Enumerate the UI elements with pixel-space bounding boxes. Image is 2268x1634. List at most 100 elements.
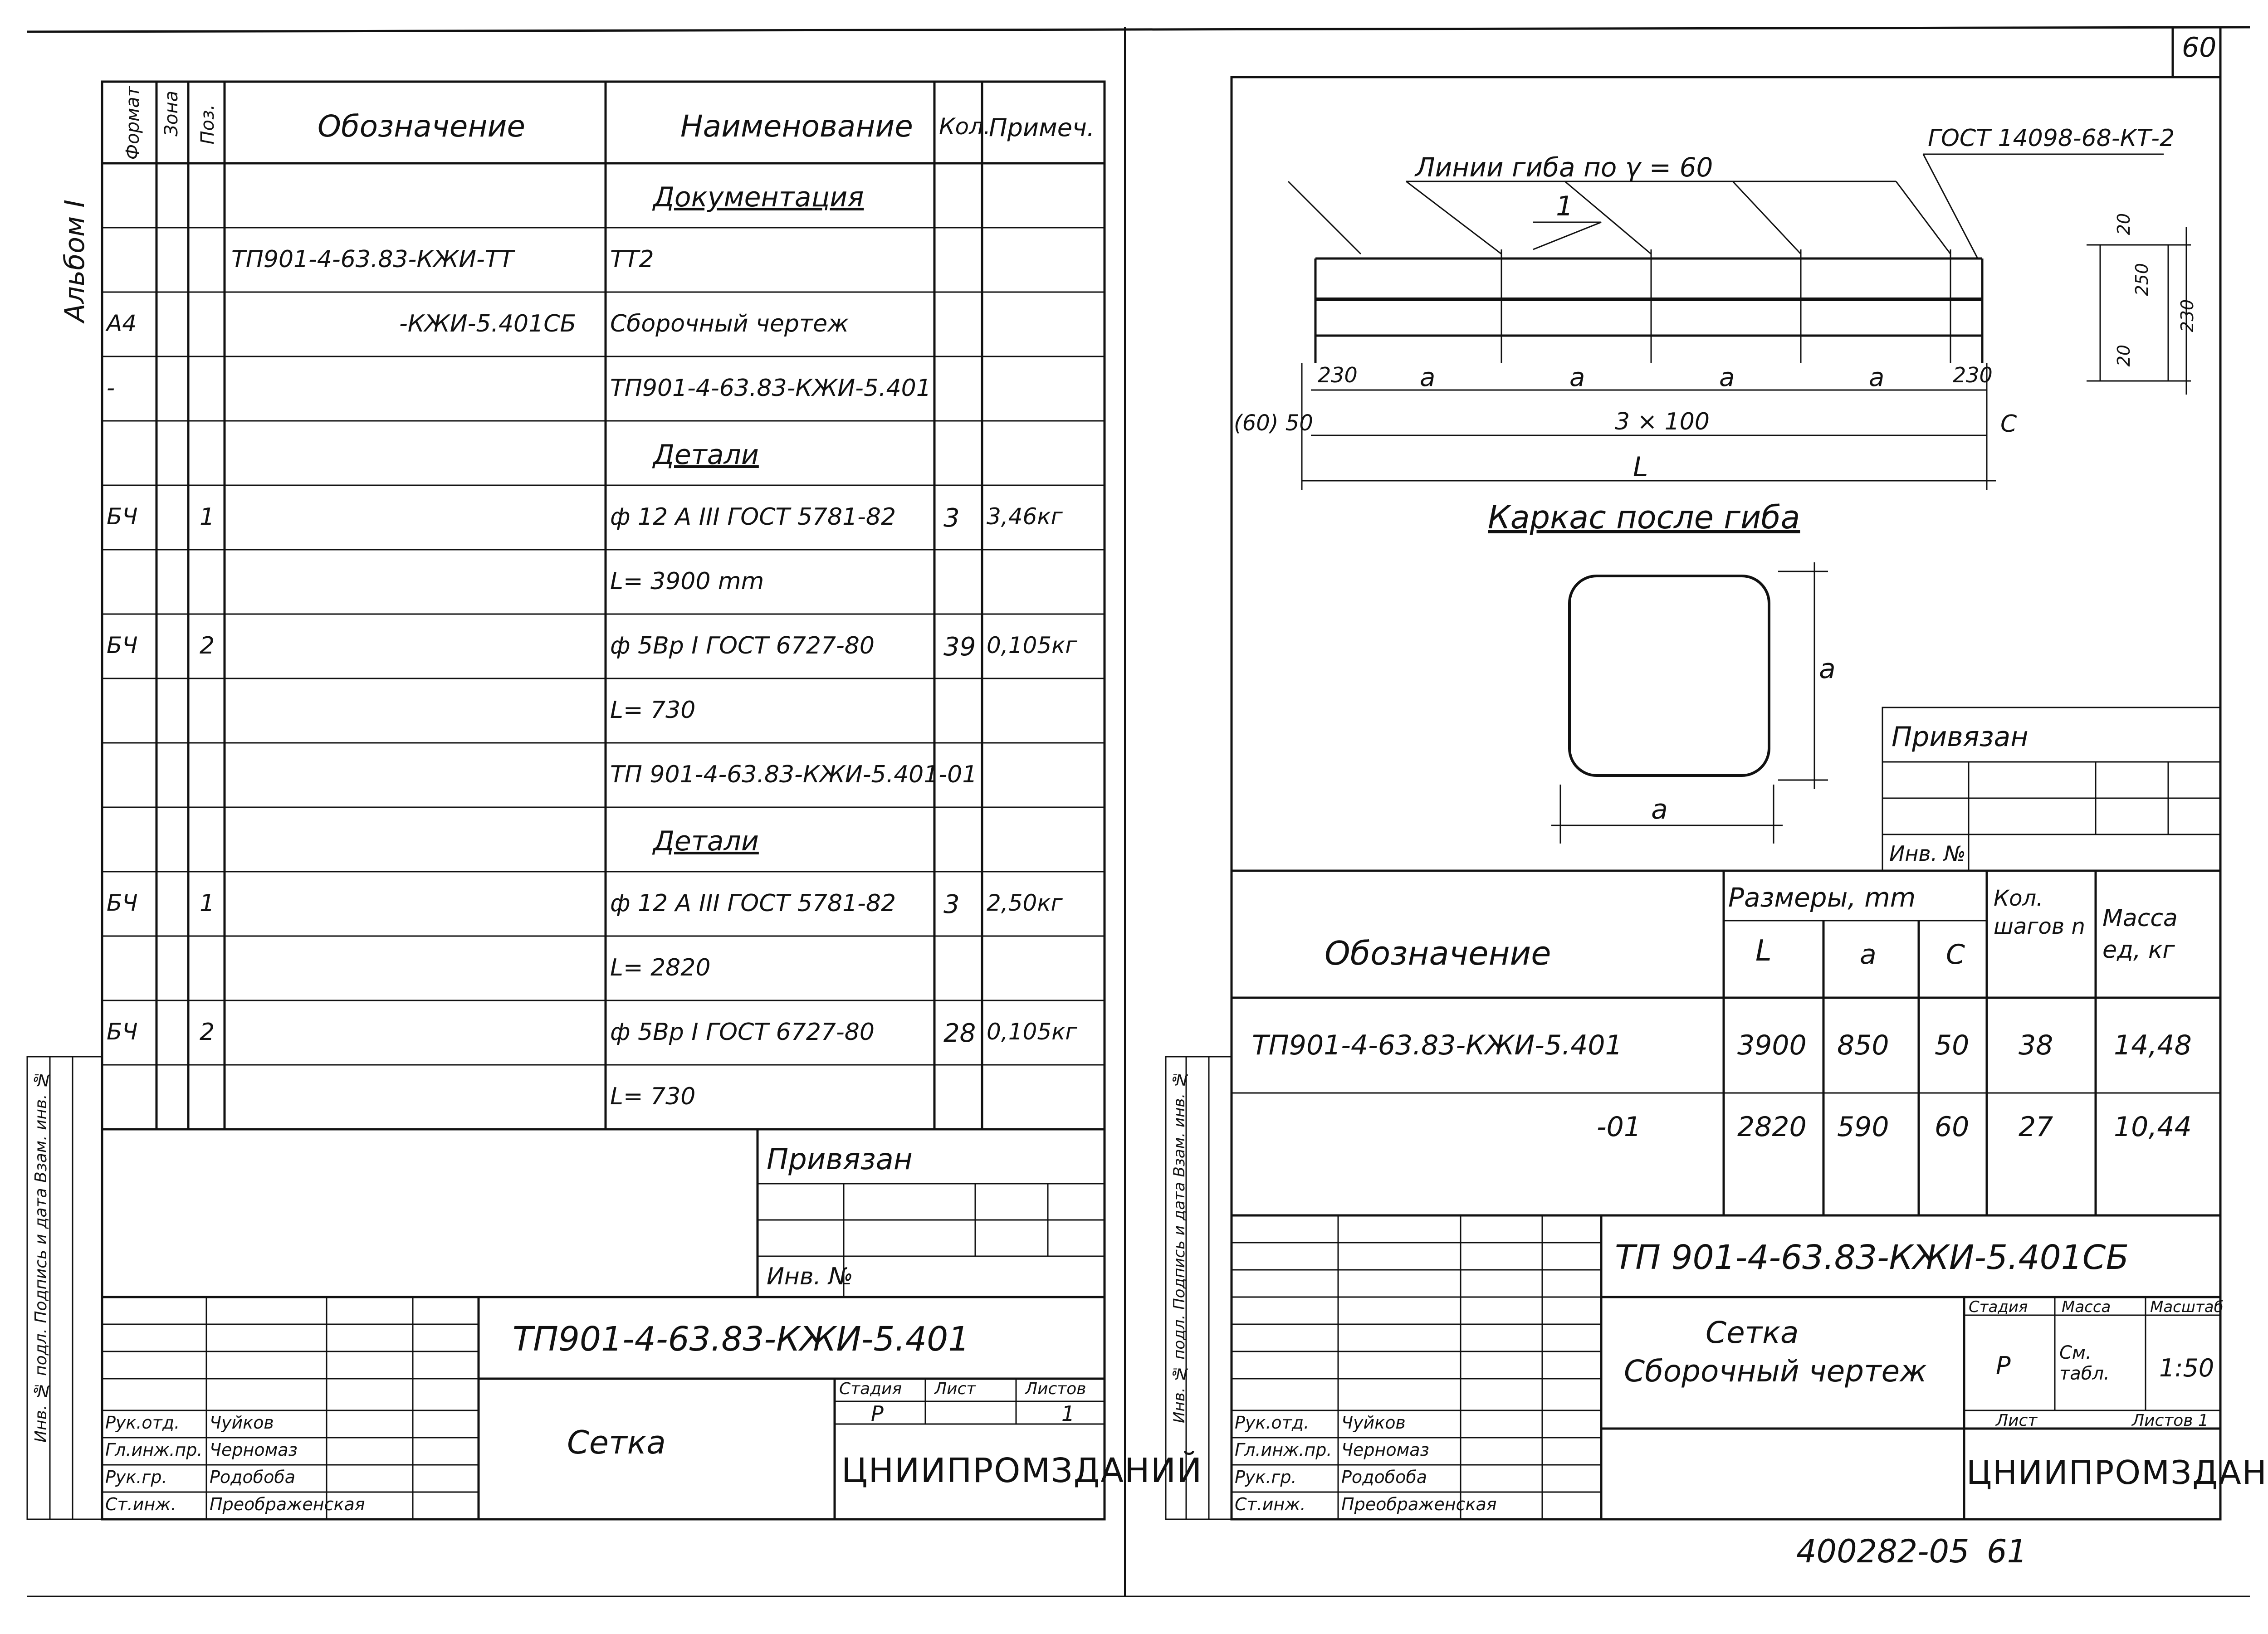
signature-role: Гл.инж.пр. [105,1440,203,1460]
square-a-vertical: a [1819,653,1836,685]
dim-c: C [2000,410,2017,438]
spec-cell-note: 0,105кг [987,632,1077,658]
bend-line-label: Линии гиба по γ = 60 [1415,152,1713,183]
right-stage-label: Стадия [1969,1298,2028,1316]
dim-cell-designation: -01 [1597,1111,1641,1143]
signature-role: Ст.инж. [1235,1494,1306,1514]
header-name: Наименование [680,109,913,144]
spec-cell-qty: 39 [943,632,976,662]
spec-cell-format: - [107,375,115,401]
sheet-footer-page: 61 [1987,1533,2028,1570]
right-org: ЦНИИПРОМЗДАНИЙ [1966,1454,2268,1492]
spec-cell-pos: 1 [200,503,215,531]
seg-230-left: 230 [1318,363,1358,387]
th-designation: Обозначение [1325,934,1551,972]
dim-L: L [1633,451,1648,483]
spec-cell-pos: 2 [200,632,215,659]
left-sheets-value: 1 [1061,1401,1075,1426]
left-title: Сетка [567,1424,666,1461]
spec-cell-designation: ТП901-4-63.83-КЖИ-ТТ [231,246,514,273]
signature-role: Гл.инж.пр. [1235,1440,1332,1460]
left-side-stamp: Инв. № подл. Подпись и дата Взам. инв. № [32,1070,50,1443]
left-stage-label: Стадия [839,1380,902,1398]
spec-cell-note: 3,46кг [987,503,1063,530]
header-pos: Поз. [197,104,218,145]
signature-name: Родобоба [1341,1467,1427,1487]
callout-1: 1 [1556,190,1574,222]
signature-name: Чуйков [1341,1413,1406,1433]
spec-cell-qty: 3 [943,503,960,533]
right-inv-no: Инв. № [1889,841,1966,866]
spec-cell-name: Детали [653,825,759,857]
gost-label: ГОСТ 14098-68-КТ-2 [1928,125,2175,152]
spec-cell-name: L= 3900 mm [610,568,764,595]
signature-role: Рук.отд. [1235,1413,1310,1433]
right-scale-value: 1:50 [2159,1354,2214,1382]
right-mass-label: Масса [2062,1298,2111,1316]
spec-cell-name: ТП901-4-63.83-КЖИ-5.401 [610,375,931,402]
th-mass: Масса ед, кг [2102,905,2178,964]
spec-cell-name: ТТ2 [610,246,654,273]
right-sheets-label: Листов 1 [2132,1411,2209,1430]
dim-section-20-bottom: 20 [2114,345,2134,367]
spec-cell-qty: 28 [943,1019,976,1048]
dim-cell-L: 3900 [1737,1029,1807,1061]
header-zone: Зона [161,91,182,137]
dim-cell-a: 850 [1837,1029,1889,1061]
spec-cell-pos: 1 [200,890,215,917]
spec-cell-name: L= 730 [610,1083,696,1110]
right-stage-value: Р [1996,1351,2011,1380]
spec-cell-format: А4 [107,310,137,337]
sheet-number: 60 [2182,32,2217,63]
signature-name: Родобоба [210,1467,296,1487]
spec-cell-name: Сборочный чертеж [610,310,849,337]
spec-cell-format: БЧ [107,632,138,658]
dim-section-250: 250 [2132,263,2152,296]
spec-cell-format: БЧ [107,1019,138,1045]
th-c: C [1946,939,1965,971]
spec-cell-format: БЧ [107,503,138,530]
square-a-horizontal: a [1651,794,1668,825]
left-privyazan: Привязан [767,1143,913,1176]
dim-spacing: (60) 50 [1234,410,1313,436]
dim-cell-a: 590 [1837,1111,1889,1143]
left-doc-code: ТП901-4-63.83-КЖИ-5.401 [513,1320,970,1359]
dim-cell-L: 2820 [1737,1111,1807,1143]
spec-cell-name: ТП 901-4-63.83-КЖИ-5.401-01 [610,761,978,788]
dim-cell-c: 50 [1935,1029,1970,1061]
left-inv-no: Инв. № [767,1263,853,1290]
header-qty: Кол. [939,113,991,140]
left-sheet-label: Лист [934,1380,976,1398]
header-format: Формат [122,86,143,160]
th-sizes: Размеры, mm [1728,882,1916,913]
spec-cell-note: 2,50кг [987,890,1063,916]
dim-section-20-top: 20 [2114,213,2134,235]
dim-cell-c: 60 [1935,1111,1970,1143]
left-sheets-label: Листов [1025,1380,1086,1398]
sheet-footer-code: 400282-05 [1796,1533,1970,1570]
spec-cell-format: БЧ [107,890,138,916]
signature-name: Черномаз [210,1440,298,1460]
dim-cell-mass: 10,44 [2114,1111,2192,1143]
spec-cell-name: Документация [653,181,864,213]
left-stage-value: Р [871,1401,884,1426]
seg-a-2: a [1569,363,1585,392]
signature-name: Преображенская [210,1494,365,1514]
album-label: Альбом I [59,200,91,322]
section-title: Каркас после гиба [1488,499,1800,536]
right-privyazan: Привязан [1892,721,2028,753]
right-title-2: Сборочный чертеж [1624,1354,1927,1389]
th-n: Кол. шагов n [1994,886,2085,939]
signature-name: Чуйков [210,1413,274,1433]
th-a: a [1860,939,1877,971]
left-org: ЦНИИПРОМЗДАНИЙ [841,1451,1203,1490]
spec-cell-name: ф 12 А III ГОСТ 5781-82 [610,890,896,917]
right-title-1: Сетка [1706,1315,1799,1350]
signature-name: Черномаз [1341,1440,1429,1460]
right-side-stamp: Инв. № подл. Подпись и дата Взам. инв. № [1170,1070,1188,1423]
spec-cell-pos: 2 [200,1019,215,1046]
signature-role: Рук.гр. [105,1467,167,1487]
right-doc-code: ТП 901-4-63.83-КЖИ-5.401СБ [1615,1238,2129,1277]
signature-name: Преображенская [1341,1494,1497,1514]
